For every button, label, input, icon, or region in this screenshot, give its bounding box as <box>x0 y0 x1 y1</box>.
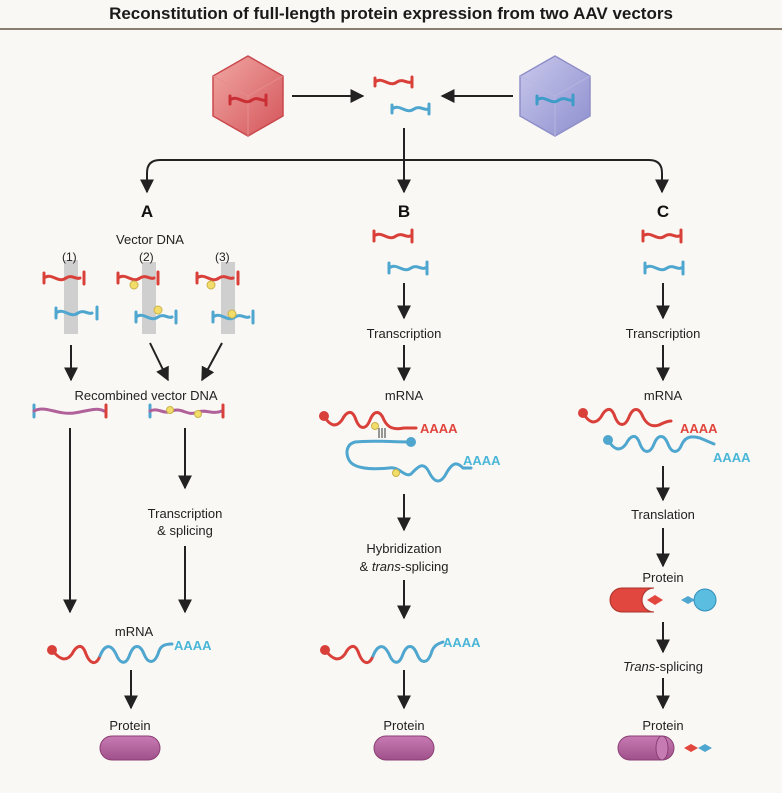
mrna-c-icon <box>578 408 716 453</box>
transcription-c-label: Transcription <box>625 326 701 341</box>
mrna-b-hybrid-icon <box>319 411 473 483</box>
trans-splicing-italic: Trans <box>623 659 656 674</box>
polya-b-blue-label: AAAA <box>463 453 501 468</box>
grey-bar-3 <box>221 262 235 334</box>
panel-label-a: A <box>140 202 154 221</box>
option-1-vectors-icon <box>42 270 99 321</box>
protein-a-icon <box>99 735 161 761</box>
figure-title: Reconstitution of full-length protein ex… <box>109 4 673 23</box>
polya-a-label: AAAA <box>174 638 212 653</box>
branch-arrow-c <box>404 159 669 194</box>
option-3-vectors-icon <box>195 270 255 325</box>
option-2-label: (2) <box>139 250 154 264</box>
protein-c-mid-label: Protein <box>642 570 684 585</box>
panel-label-c: C <box>656 202 670 221</box>
mrna-c-label: mRNA <box>643 388 683 403</box>
recombined-vector-2-icon <box>148 403 225 419</box>
hybridization-prefix: & <box>359 559 372 574</box>
translation-label: Translation <box>631 507 695 522</box>
blue-aav-capsid-icon <box>519 55 591 137</box>
split-protein-c-icon <box>609 587 717 613</box>
hybridization-label-1: Hybridization <box>366 541 442 556</box>
protein-a-label: Protein <box>109 718 151 733</box>
panel-label-b: B <box>397 202 411 221</box>
mrna-b-label: mRNA <box>384 388 424 403</box>
transcription-splicing-label-2: & splicing <box>157 523 213 538</box>
hybridization-italic: trans <box>371 559 401 574</box>
hybridization-label-2: & trans-splicing <box>334 559 474 574</box>
arrow-a3-down <box>201 342 223 382</box>
vector-pair-b-icon <box>372 228 429 276</box>
branch-arrow-a <box>140 159 404 194</box>
option-3-label: (3) <box>215 250 230 264</box>
vector-pair-c-icon <box>641 228 685 276</box>
recombined-vector-dna-label: Recombined vector DNA <box>74 388 218 403</box>
hybridization-suffix: -splicing <box>400 559 449 574</box>
protein-c-icon <box>617 735 712 761</box>
center-vector-pair-icon <box>373 75 431 116</box>
polya-c-blue-label: AAAA <box>713 450 751 465</box>
mrna-b-final-icon <box>320 640 445 664</box>
grey-bar-1 <box>64 260 78 334</box>
mrna-a-icon <box>47 642 174 664</box>
polya-b-red-label: AAAA <box>420 421 458 436</box>
transcription-b-label: Transcription <box>366 326 442 341</box>
protein-c-label: Protein <box>642 718 684 733</box>
protein-b-label: Protein <box>383 718 425 733</box>
title-rule <box>0 28 782 30</box>
trans-splicing-c-label: Trans-splicing <box>598 659 728 674</box>
mrna-a-label: mRNA <box>114 624 154 639</box>
polya-c-red-label: AAAA <box>680 421 718 436</box>
protein-b-icon <box>373 735 435 761</box>
option-2-vectors-icon <box>116 270 178 325</box>
grey-bar-2 <box>142 262 156 334</box>
polya-b-final-label: AAAA <box>443 635 481 650</box>
trans-splicing-suffix: -splicing <box>655 659 703 674</box>
recombined-vector-1-icon <box>32 403 108 419</box>
arrow-a2-down <box>149 342 169 382</box>
red-aav-capsid-icon <box>212 55 284 137</box>
vector-dna-label: Vector DNA <box>116 232 184 247</box>
option-1-label: (1) <box>62 250 77 264</box>
transcription-splicing-label-1: Transcription <box>147 506 223 521</box>
